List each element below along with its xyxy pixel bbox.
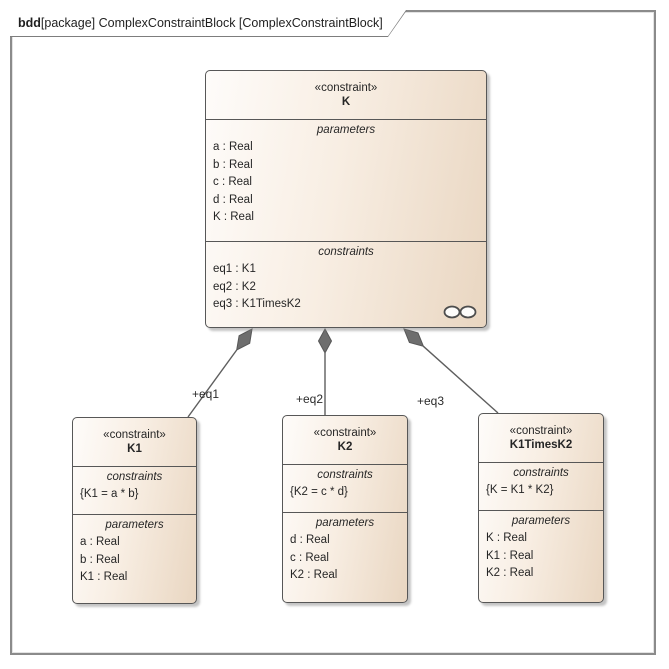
block-name: K [341,96,351,108]
frame-tab-label: bdd[package] ComplexConstraintBlock [Com… [10,10,406,36]
parameter-item: K1 : Real [80,571,128,583]
constraint-item: {K2 = c * d} [290,486,348,498]
constraint-item: eq3 : K1TimesK2 [213,298,301,310]
parameter-item: b : Real [80,553,120,566]
compartment-title: parameters [315,517,375,529]
parameter-item: b : Real [213,158,253,171]
connector-label-eq1[interactable]: +eq1 [192,387,220,401]
parameter-item: a : Real [80,536,120,548]
compartment-title: parameters [105,519,164,531]
constraints-compartment: constraints {K = K1 * K2} [479,462,603,510]
compartment-title: constraints [513,467,569,479]
frame-tab: bdd[package] ComplexConstraintBlock [Com… [10,10,407,37]
parameter-item: d : Real [213,193,253,206]
constraint-block-K2[interactable]: «constraint» K2 constraints {K2 = c * d}… [282,415,408,603]
parameter-item: K2 : Real [486,567,534,579]
block-name: K1 [127,443,142,455]
connector-label-eq3[interactable]: +eq3 [417,394,445,408]
connector-label-eq2[interactable]: +eq2 [296,392,324,406]
compartment-title: constraints [318,246,374,258]
stereotype-label: «constraint» [313,427,377,439]
parameter-item: a : Real [213,141,253,153]
compartment-title: parameters [316,124,376,136]
constraint-block-K1TimesK2[interactable]: «constraint» K1TimesK2 constraints {K = … [478,413,604,603]
constraint-item: eq2 : K2 [213,280,256,293]
constraint-item: {K = K1 * K2} [486,484,554,496]
constraint-item: eq1 : K1 [213,263,256,275]
stereotype-label: «constraint» [314,82,378,94]
block-header: «constraint» K2 [283,416,407,464]
parameter-item: K : Real [486,532,527,544]
diagram-kind-keyword: bdd [18,16,41,30]
block-name: K1TimesK2 [509,439,573,451]
block-header: «constraint» K1 [73,418,196,466]
parameter-item: c : Real [213,176,252,188]
stereotype-label: «constraint» [509,425,573,437]
compartment-title: parameters [511,515,571,527]
constraints-compartment: constraints {K2 = c * d} [283,464,407,512]
block-header: «constraint» K1TimesK2 [479,414,603,462]
stereotype-label: «constraint» [103,429,166,441]
block-header: «constraint» K [206,71,486,119]
parameter-item: d : Real [290,534,330,546]
compartment-title: constraints [106,471,163,483]
compartment-title: constraints [317,469,373,481]
parameters-compartment: parameters a : Real b : Real c : Real d … [206,119,486,241]
constraints-compartment: constraints eq1 : K1 eq2 : K2 eq3 : K1Ti… [206,241,486,327]
diagram-title: [package] ComplexConstraintBlock [Comple… [40,16,383,30]
parameter-item: K : Real [213,211,254,223]
constraint-item: {K1 = a * b} [80,488,139,500]
constraints-compartment: constraints {K1 = a * b} [73,466,196,514]
parameter-item: K1 : Real [486,549,534,562]
parameters-compartment: parameters a : Real b : Real K1 : Real [73,514,196,603]
block-name: K2 [337,441,353,453]
parameter-item: c : Real [290,551,329,564]
parameters-compartment: parameters K : Real K1 : Real K2 : Real [479,510,603,602]
composite-structure-icon[interactable] [443,305,477,319]
constraint-block-K1[interactable]: «constraint» K1 constraints {K1 = a * b}… [72,417,197,604]
constraint-block-K[interactable]: «constraint» K parameters a : Real b : R… [205,70,487,328]
parameter-item: K2 : Real [290,569,338,581]
parameters-compartment: parameters d : Real c : Real K2 : Real [283,512,407,602]
